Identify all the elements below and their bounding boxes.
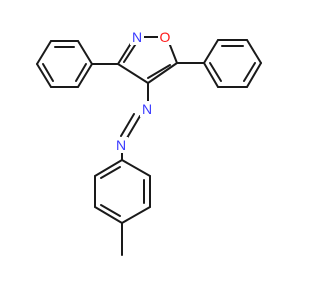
- phenyl-left-bond: [77, 63, 93, 88]
- bond-c3-n-double: [123, 41, 138, 63]
- phenyl-right-bond: [246, 39, 262, 64]
- label-bg: [114, 137, 128, 153]
- right-phenyl-ring: [176, 39, 262, 88]
- atom-labels: N O N N: [114, 29, 172, 153]
- bond-n1-n2: [126, 115, 141, 139]
- tolyl-bond: [94, 159, 123, 177]
- phenyl-right-bond: [203, 62, 219, 88]
- ring-nitrogen-label: N: [132, 29, 142, 45]
- tolyl-bond: [121, 206, 151, 224]
- tolyl-double: [100, 166, 121, 179]
- phenyl-right-double: [209, 62, 222, 82]
- left-phenyl-ring: [36, 40, 119, 88]
- phenyl-right-double: [243, 62, 256, 82]
- phenyl-right-bond: [203, 39, 219, 64]
- phenyl-left-bond: [36, 63, 52, 88]
- phenyl-left-bond: [77, 40, 93, 65]
- bond-c5-c4: [147, 62, 178, 84]
- label-bg: [158, 29, 172, 45]
- ring-oxygen-label: O: [160, 29, 171, 45]
- azo-nitrogen-2-label: N: [116, 137, 126, 153]
- bond-c4-c3: [117, 63, 149, 84]
- phenyl-left-bond: [36, 40, 52, 65]
- azo-nitrogen-1-label: N: [142, 101, 152, 117]
- molecule-structure: N O N N: [36, 29, 262, 256]
- label-bg: [140, 101, 154, 117]
- bond-n1-n2-double: [120, 113, 135, 137]
- tolyl-bond: [121, 159, 151, 177]
- azo-linkage: [120, 82, 149, 161]
- phenyl-right-bond: [246, 62, 262, 88]
- tolyl-ring: [94, 159, 151, 256]
- tolyl-double: [100, 204, 121, 217]
- label-bg: [130, 29, 144, 45]
- phenyl-left-double: [75, 63, 87, 82]
- tolyl-bond: [94, 206, 123, 224]
- bond-c5-c4-double: [147, 64, 171, 79]
- phenyl-left-double: [42, 63, 54, 82]
